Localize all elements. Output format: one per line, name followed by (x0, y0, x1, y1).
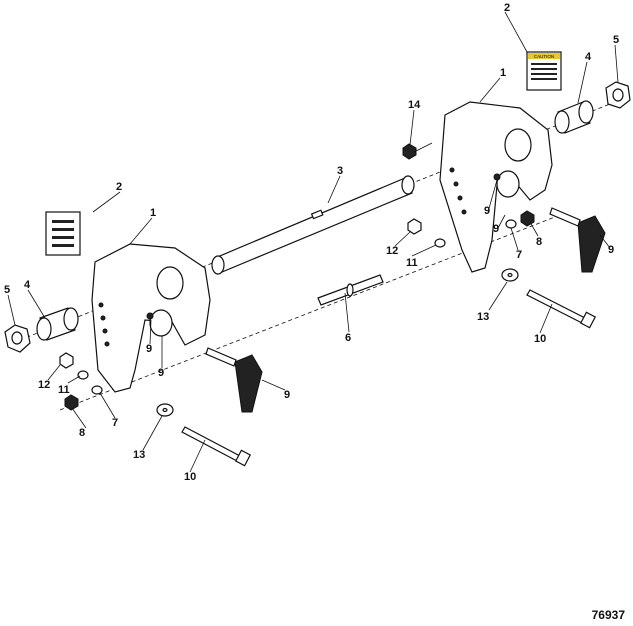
callout-14: 14 (408, 99, 421, 111)
callout-12-right: 12 (386, 245, 398, 257)
pin-part (317, 274, 384, 306)
bolt-14 (402, 142, 433, 160)
callout-8-left: 8 (79, 427, 85, 439)
bushing-right (554, 100, 594, 134)
washer-13-left (156, 403, 174, 417)
callout-9-a: 9 (484, 205, 490, 217)
decal-title: CAUTION (534, 54, 554, 59)
callouts: 2 5 1 4 14 3 2 1 9 9 8 12 7 11 9 5 4 13 … (4, 2, 619, 483)
callout-13-right: 13 (477, 311, 489, 323)
callout-9-d: 9 (146, 343, 152, 355)
callout-2-top: 2 (504, 2, 510, 14)
callout-8-right: 8 (536, 236, 542, 248)
nut-12-right (407, 218, 422, 235)
callout-5-left: 5 (4, 284, 10, 296)
callout-9-c: 9 (608, 244, 614, 256)
stud-left (146, 312, 154, 320)
nut-8-right (520, 210, 535, 227)
lower-axis-line (59, 214, 561, 411)
callout-4-right: 4 (585, 51, 592, 63)
callout-7-right: 7 (516, 249, 522, 261)
callout-11-left: 11 (58, 384, 70, 396)
leader-lines (7, 11, 619, 473)
nut-12-left (59, 352, 74, 369)
callout-3: 3 (337, 165, 343, 177)
decal-right: CAUTION (526, 51, 562, 91)
nut-right (605, 81, 631, 109)
washer-11-left (77, 370, 89, 380)
washer-7-left (91, 385, 103, 395)
tube-part (211, 175, 415, 275)
decal-left (45, 211, 81, 256)
washer-11-right (434, 238, 446, 248)
washer-13-right (501, 268, 519, 282)
stud-right (493, 173, 501, 181)
callout-1-left: 1 (150, 207, 156, 219)
callout-1-right: 1 (500, 67, 506, 79)
callout-12-left: 12 (38, 379, 50, 391)
callout-4-left: 4 (24, 279, 31, 291)
callout-6: 6 (345, 332, 351, 344)
nut-left (4, 324, 31, 353)
callout-2-left: 2 (116, 181, 122, 193)
washer-7-right (505, 219, 517, 229)
callout-9-e: 9 (158, 367, 164, 379)
callout-9-f: 9 (284, 389, 290, 401)
callout-13-left: 13 (133, 449, 145, 461)
callout-9-b: 9 (493, 223, 499, 235)
callout-10-left: 10 (184, 471, 196, 483)
reference-number: 76937 (591, 608, 625, 622)
bushing-left (36, 307, 79, 341)
bolt-right (526, 289, 597, 329)
callout-11-right: 11 (406, 257, 418, 269)
lever-right (549, 207, 606, 273)
right-bracket (439, 101, 553, 273)
callout-10-right: 10 (534, 333, 546, 345)
lever-left (205, 347, 263, 413)
callout-5-right: 5 (613, 34, 619, 46)
bolt-left (181, 426, 252, 467)
nut-8-left (64, 394, 79, 411)
callout-7-left: 7 (112, 417, 118, 429)
